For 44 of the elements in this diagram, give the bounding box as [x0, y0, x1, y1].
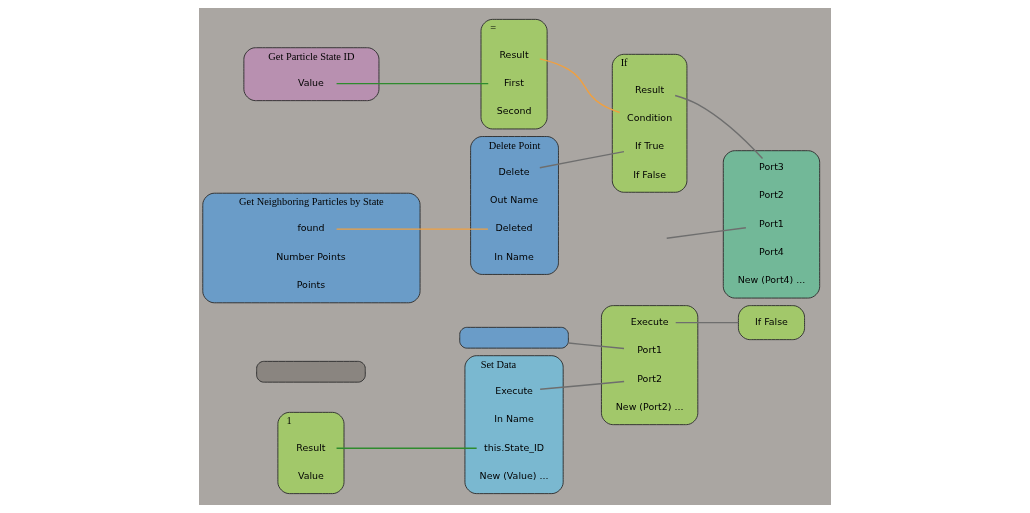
- node-text: Result: [635, 83, 665, 95]
- node-text: Port2: [759, 189, 784, 201]
- node-text: Port3: [759, 161, 784, 173]
- connector: [666, 226, 747, 239]
- cluster: [722, 150, 821, 299]
- node-text: Port1: [637, 344, 662, 356]
- node-text: New (Port4) ...: [737, 274, 806, 286]
- node-text: First: [504, 76, 524, 88]
- node-text: Delete: [498, 165, 530, 177]
- connector: [335, 82, 489, 85]
- node-text: Value: [297, 469, 324, 481]
- node-text: New (Port2) ...: [615, 401, 684, 413]
- node-text: If False: [633, 168, 667, 180]
- node-text: Second: [496, 105, 532, 117]
- cluster: [600, 305, 699, 426]
- node-text: Deleted: [495, 222, 533, 234]
- node-text: In Name: [494, 250, 534, 262]
- node-text: Port4: [759, 246, 784, 258]
- node-text: Out Name: [490, 194, 539, 206]
- node-text: Port2: [637, 372, 662, 384]
- node-text: Value: [297, 76, 324, 88]
- node-box: [459, 326, 569, 349]
- node-text: Execute: [630, 315, 669, 327]
- connector: [567, 342, 625, 350]
- node-text: Result: [296, 441, 326, 453]
- node-text: Number Points: [276, 250, 346, 262]
- node-text: Result: [499, 48, 529, 60]
- node-text: Condition: [627, 111, 673, 123]
- node-text: this.State_ID: [484, 441, 545, 453]
- connector: [539, 380, 625, 390]
- connector: [539, 150, 625, 169]
- connector: [335, 447, 478, 449]
- node-text: Execute: [495, 384, 533, 396]
- node-text: If False: [755, 315, 788, 327]
- node-text: If True: [635, 140, 665, 152]
- node-text: In Name: [494, 413, 534, 425]
- node-text: found: [297, 222, 325, 234]
- connector: [675, 321, 740, 324]
- node-box: [256, 360, 366, 383]
- connector: [335, 228, 489, 230]
- node-text: Points: [296, 279, 326, 291]
- node-text: Port1: [759, 217, 784, 229]
- node-text: New (Value) ...: [479, 469, 549, 481]
- cluster: [737, 305, 805, 341]
